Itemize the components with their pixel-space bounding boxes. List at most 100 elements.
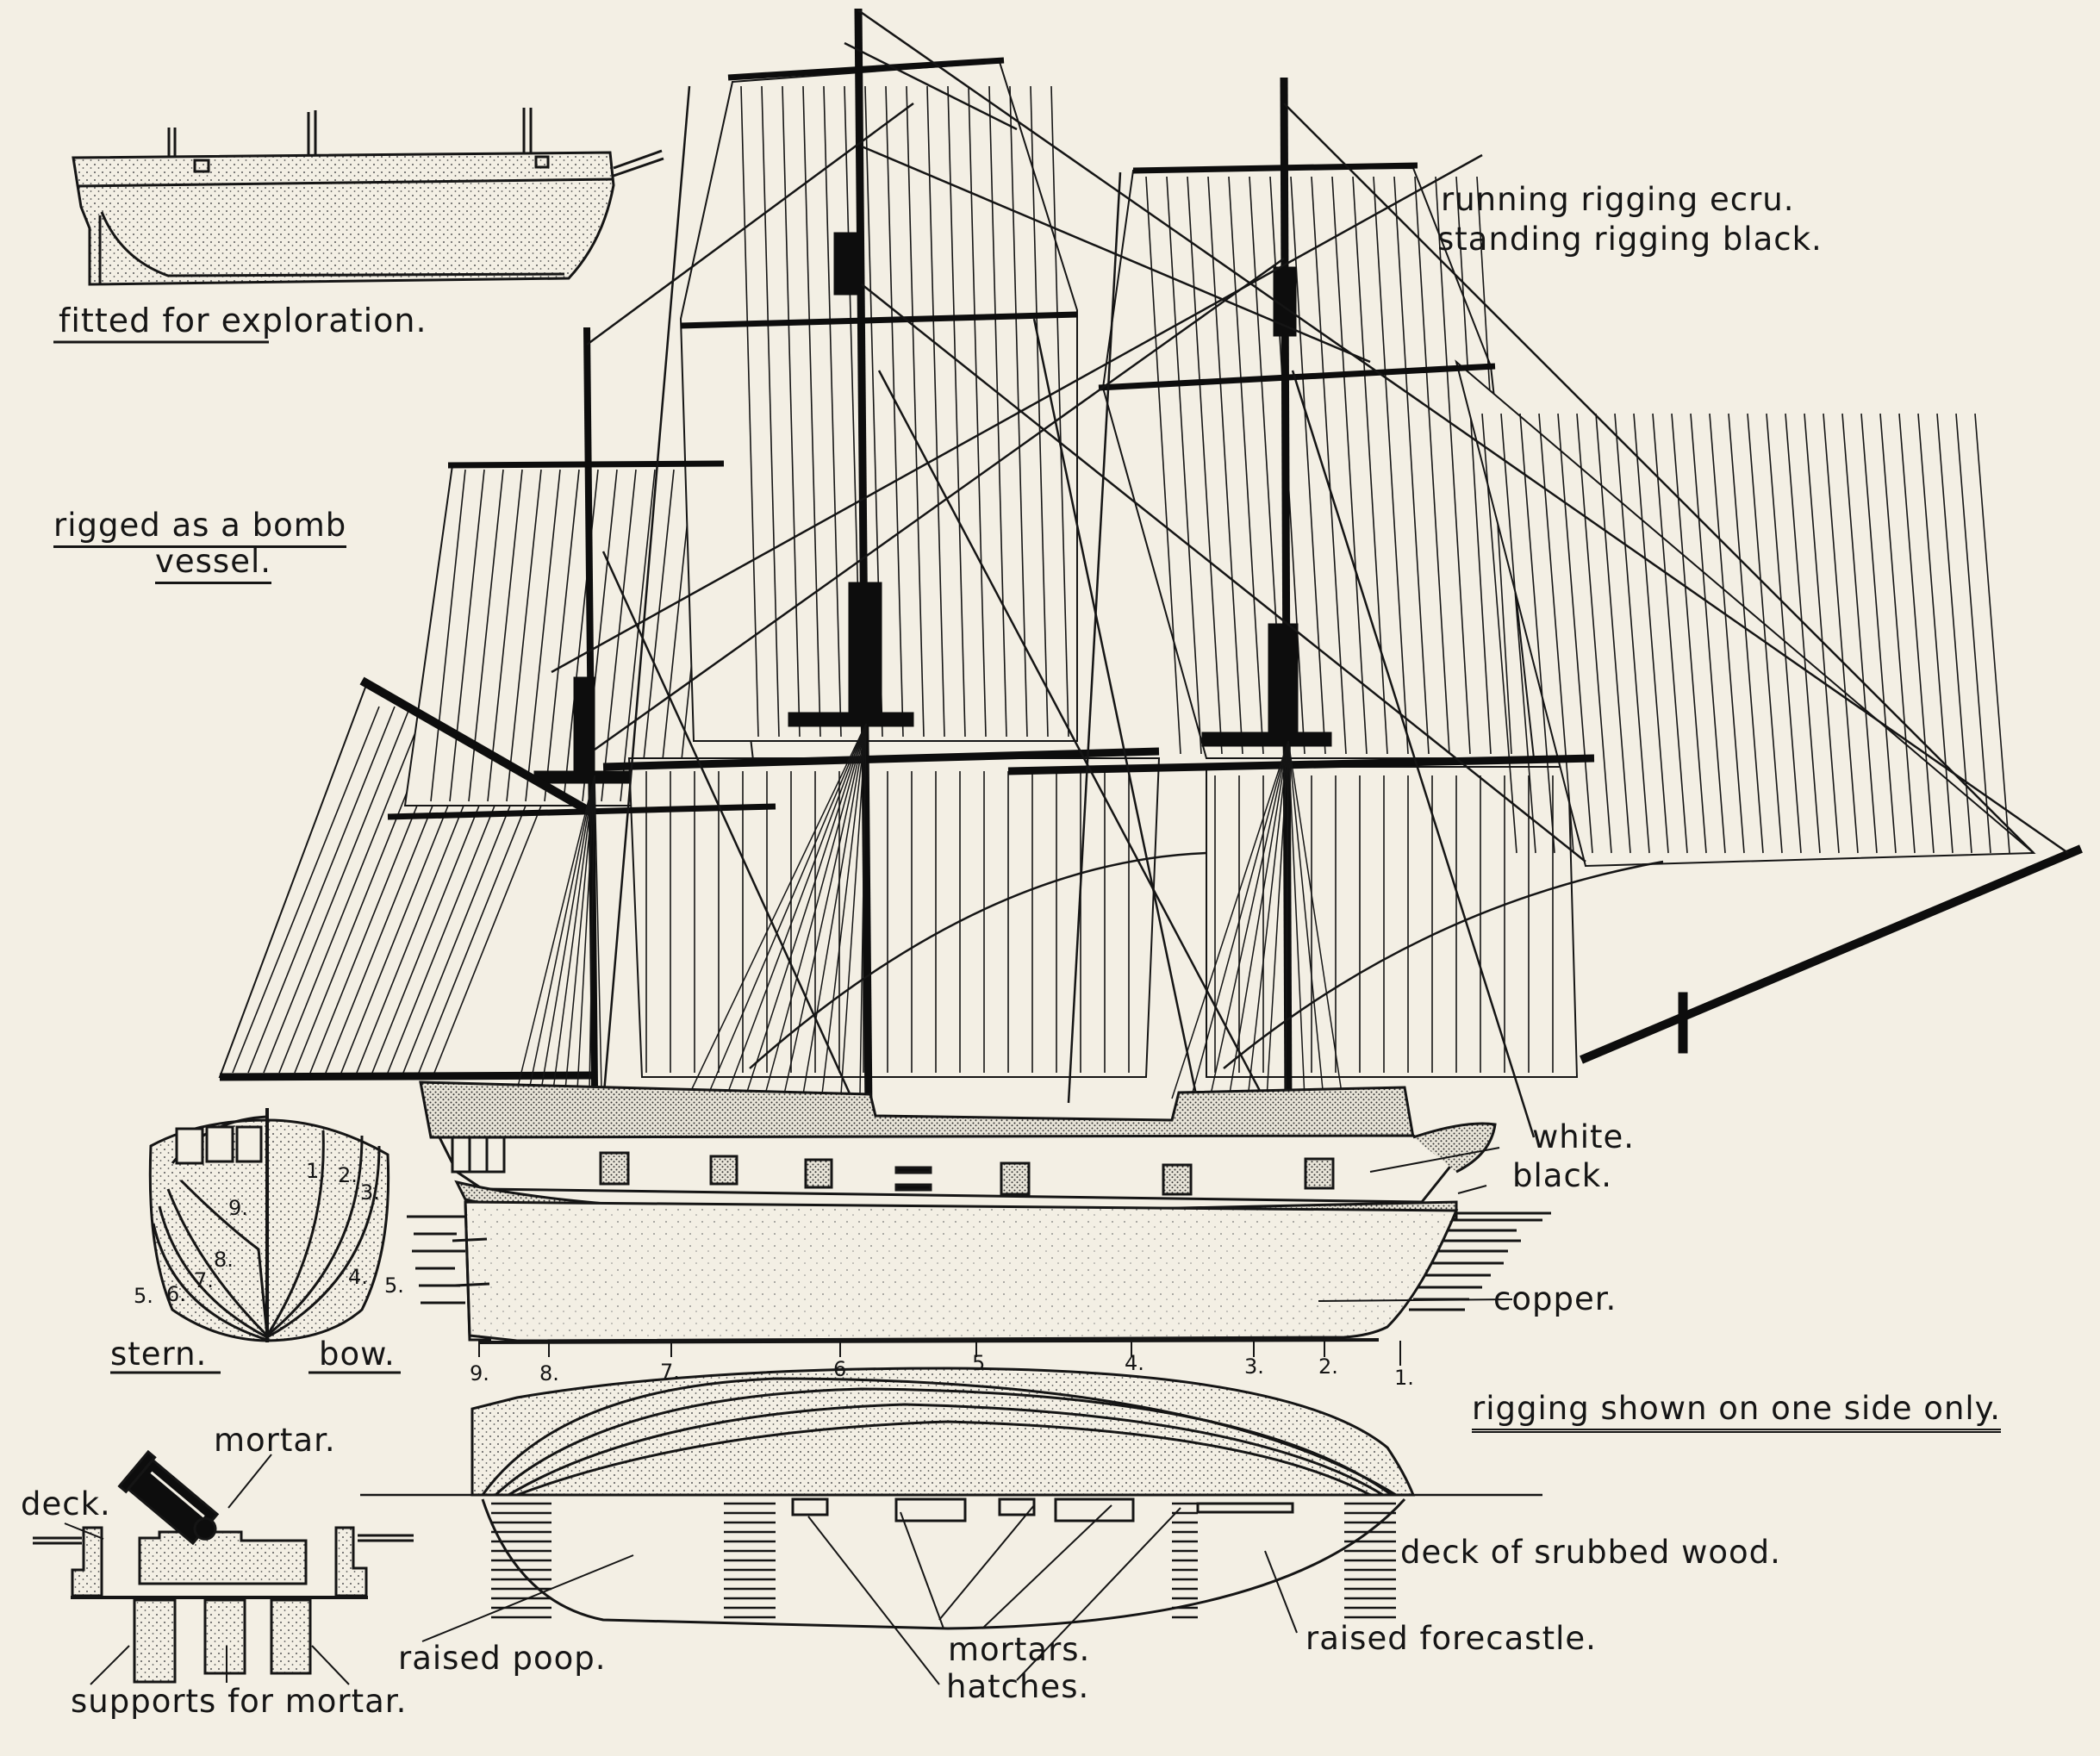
sail-seam <box>1633 413 1669 854</box>
main-hull <box>419 1080 1497 1344</box>
shroud-line <box>783 723 867 1095</box>
shroud-line <box>1285 740 1289 1099</box>
sail-seam <box>740 85 759 738</box>
station-number: 4. <box>1125 1351 1144 1375</box>
label-rigging-one-side: rigging shown on one side only. <box>1472 1391 2002 1433</box>
sail-seam <box>1481 413 1517 854</box>
sail-seam <box>782 85 801 738</box>
label-stern: stern. <box>110 1336 208 1373</box>
station-number: 9. <box>470 1361 489 1385</box>
masts-and-yards <box>219 8 2083 1112</box>
sail-seam <box>1290 176 1326 755</box>
sail-seam <box>823 85 842 738</box>
sail-seam <box>1936 413 1972 854</box>
sail-seam <box>1652 413 1688 854</box>
label-white: white. <box>1532 1118 1636 1155</box>
label-copper: copper. <box>1493 1280 1617 1317</box>
body-plan-number: 2. <box>338 1163 358 1187</box>
sail-seam <box>1576 413 1612 854</box>
label-raised-poop: raised poop. <box>398 1640 607 1677</box>
sail-seam <box>1030 85 1049 738</box>
sail-seam <box>1917 413 1954 854</box>
sail-seam <box>620 469 656 802</box>
label-rigged-bomb-line2: vessel. <box>155 544 272 584</box>
sail-seam <box>1709 413 1745 854</box>
sail-seam <box>1766 413 1802 854</box>
sail-seam <box>1860 413 1897 854</box>
sail-seam <box>1879 413 1916 854</box>
label-deck: deck. <box>21 1485 111 1522</box>
sail-seam <box>639 469 675 802</box>
body-plan-number: 6. <box>166 1282 186 1306</box>
shroud-line <box>594 775 602 1091</box>
label-deck-scrubbed-wood: deck of srubbed wood. <box>1400 1534 1781 1571</box>
station-number: 5 <box>972 1351 986 1375</box>
sail-seam <box>1671 413 1707 854</box>
shroud-line <box>528 775 595 1091</box>
shroud-line <box>689 723 867 1095</box>
shroud-line <box>589 775 595 1091</box>
sail-seam <box>1538 413 1574 854</box>
sail-seam <box>1974 413 2010 854</box>
sail-seam <box>885 85 904 738</box>
body-plan-number: 7. <box>194 1268 214 1292</box>
sail-seam <box>802 85 821 738</box>
shroud-line <box>1171 740 1289 1099</box>
body-plan-number: 5. <box>384 1273 404 1298</box>
station-number: 2. <box>1318 1354 1338 1379</box>
sail-seam <box>1595 413 1631 854</box>
leader-lines <box>421 1147 1513 1685</box>
sail-seam <box>968 85 987 738</box>
body-plan-number: 4. <box>348 1265 368 1289</box>
shroud-line <box>1287 740 1324 1099</box>
sail-seam <box>1414 176 1450 755</box>
label-standing-rigging: standing rigging black. <box>1437 221 1823 258</box>
sail-seam <box>906 85 925 738</box>
sail-seam <box>1823 413 1859 854</box>
sail-seam <box>1557 413 1593 854</box>
sail-seam <box>263 706 411 1074</box>
body-plan-number: 9. <box>228 1196 248 1220</box>
sail-seam <box>1207 176 1243 755</box>
sail-seam <box>430 469 466 802</box>
shroud-line <box>821 723 867 1095</box>
shroud-line <box>576 775 595 1091</box>
rigging <box>516 9 2069 1138</box>
mortar-detail <box>33 1449 414 1685</box>
sail-seam <box>1050 85 1069 738</box>
shroud-line <box>859 723 867 1095</box>
body-plan-number: 5. <box>134 1284 153 1308</box>
sail-seam <box>1898 413 1935 854</box>
label-black: black. <box>1512 1157 1612 1194</box>
sail-seam <box>1614 413 1650 854</box>
shroud-line <box>1287 740 1343 1099</box>
shroud-line <box>540 775 595 1091</box>
sail-seam <box>1728 413 1764 854</box>
sail-seam <box>1841 413 1878 854</box>
sail-seam <box>1455 176 1492 755</box>
shroud-line <box>707 723 867 1095</box>
sail-seam <box>1393 176 1430 755</box>
label-supports-for-mortar: supports for mortar. <box>71 1683 408 1720</box>
sail-seam <box>1500 413 1536 854</box>
sail-seam <box>1519 413 1555 854</box>
shroud-line <box>1228 740 1289 1099</box>
shroud-line <box>764 723 867 1095</box>
label-fitted-for-exploration: fitted for exploration. <box>59 302 427 339</box>
shroud-line <box>1247 740 1289 1099</box>
station-number: 8. <box>539 1361 559 1385</box>
label-bow: bow. <box>319 1336 396 1373</box>
sail-seam <box>947 85 966 738</box>
sail-seam <box>1955 413 1991 854</box>
sail-seam <box>1352 176 1388 755</box>
label-running-rigging: running rigging ecru. <box>1441 181 1795 218</box>
sail-seam <box>525 469 561 802</box>
station-ticks <box>478 1341 1401 1366</box>
sail-seam <box>1145 176 1181 755</box>
body-plan-number: 8. <box>214 1248 234 1272</box>
sail-seam <box>1311 176 1347 755</box>
sail-seam <box>506 469 542 802</box>
shroud-line <box>564 775 595 1091</box>
label-raised-forecastle: raised forecastle. <box>1305 1620 1597 1657</box>
station-number: 6 <box>833 1357 847 1381</box>
